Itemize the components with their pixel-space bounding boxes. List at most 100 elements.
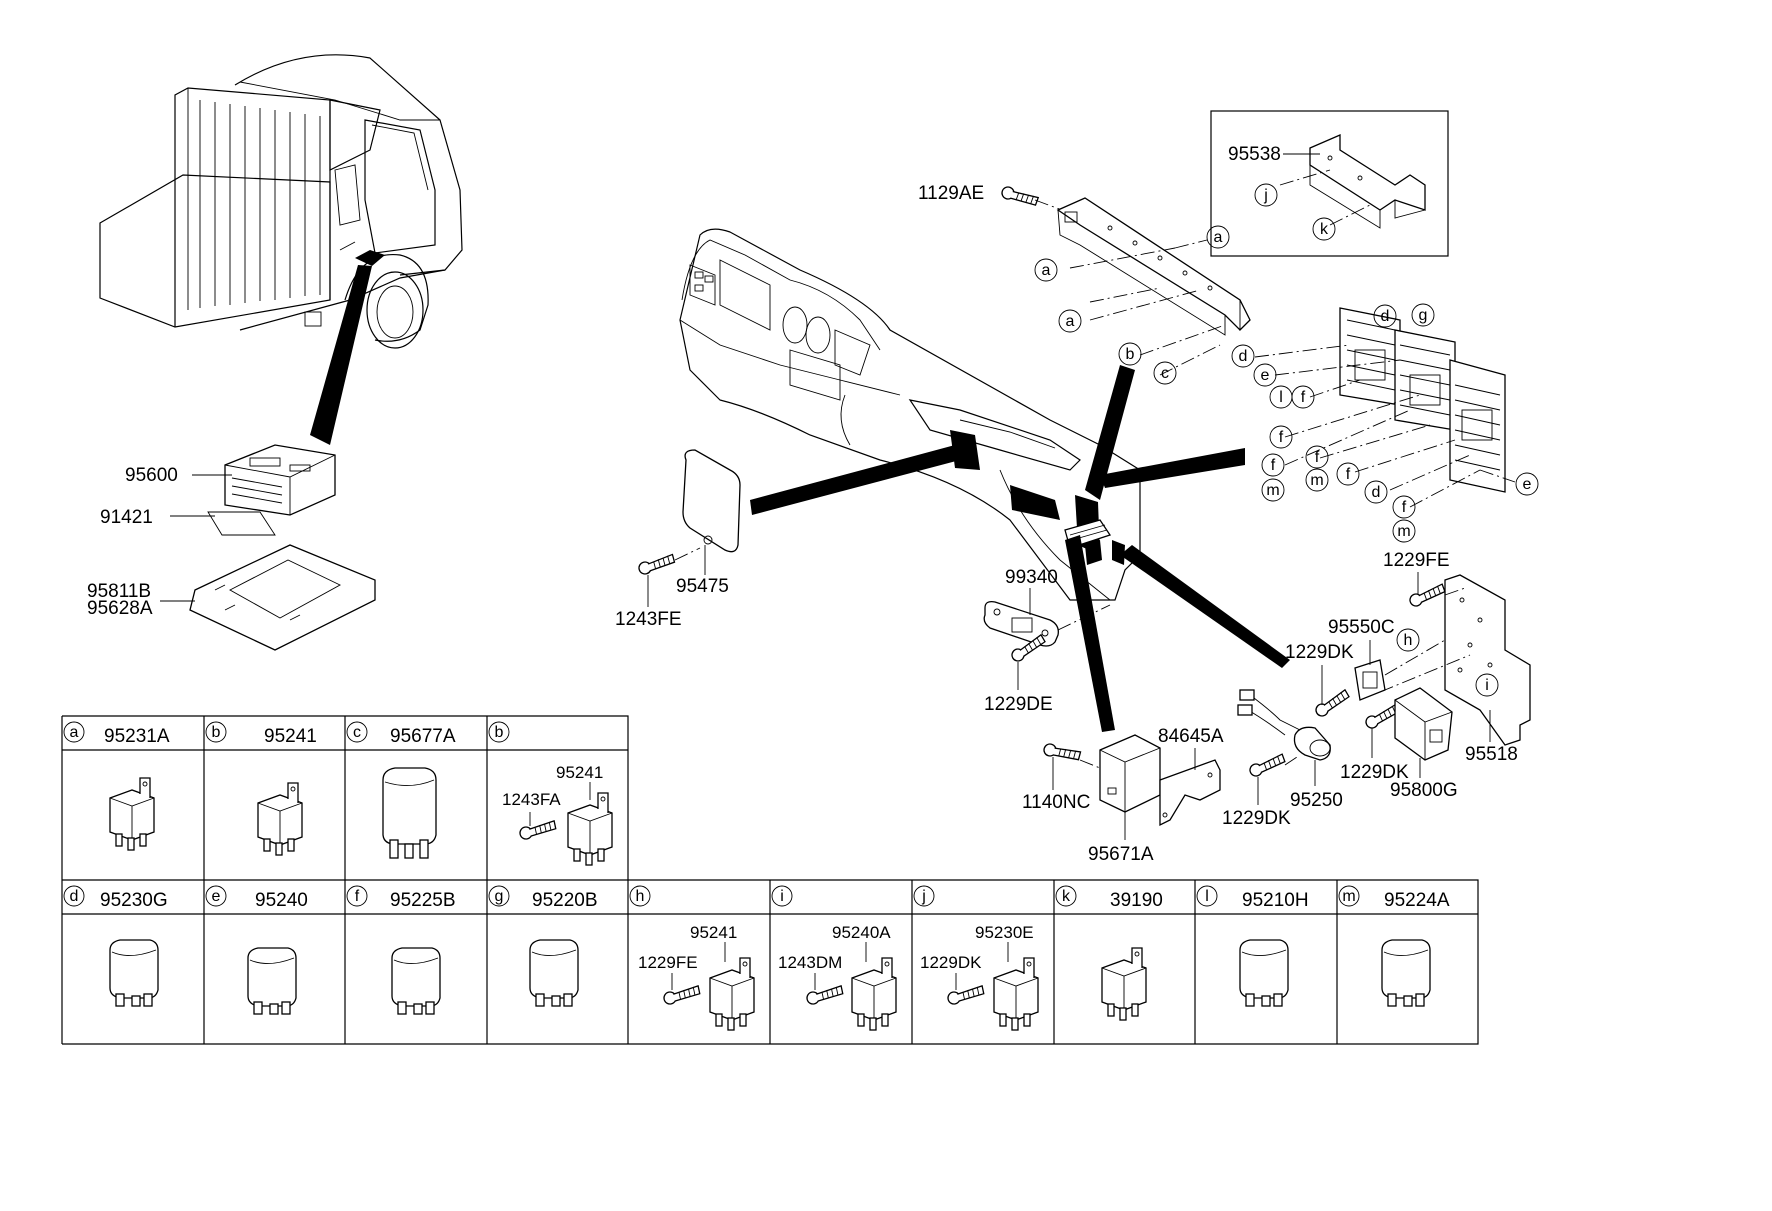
callout-95671A: 95671A	[1088, 844, 1154, 865]
marker-f: f	[1346, 466, 1351, 483]
legend-part-95230G: 95230G	[100, 890, 168, 911]
marker-m: m	[1397, 523, 1410, 540]
marker-d: d	[1372, 484, 1381, 501]
legend-cell-f: f 95225B	[346, 885, 456, 1015]
marker-m: m	[1266, 482, 1279, 499]
svg-text:l: l	[1205, 888, 1209, 905]
marker-d: d	[1381, 308, 1390, 325]
marker-f: f	[1271, 457, 1276, 474]
control-module-95600	[224, 444, 336, 516]
legend-sub-1243DM: 1243DM	[778, 953, 842, 972]
callout-95518: 95518	[1465, 744, 1518, 765]
callout-1140NC: 1140NC	[1022, 792, 1090, 813]
marker-l: l	[1279, 389, 1283, 406]
callout-1129AE: 1129AE	[918, 183, 984, 204]
bracket-84645A	[1159, 759, 1221, 827]
callout-1229DE: 1229DE	[984, 694, 1053, 715]
svg-text:j: j	[921, 888, 926, 905]
legend-cell-j: j 95230E 1229DK	[913, 885, 1038, 1030]
callout-95628A: 95628A	[87, 598, 153, 619]
marker-a: a	[1042, 262, 1051, 279]
callout-1229FE: 1229FE	[1383, 550, 1450, 571]
svg-text:b: b	[212, 724, 221, 741]
legend-sub-1229DK: 1229DK	[920, 953, 982, 972]
callout-95811B: 95811B	[87, 581, 151, 602]
marker-d: d	[1239, 348, 1248, 365]
callout-95475: 95475	[676, 576, 729, 597]
marker-j: j	[1263, 187, 1268, 204]
relay-panel	[1339, 307, 1506, 493]
legend-cell-d: d 95230G	[63, 885, 168, 1007]
marker-f: f	[1279, 429, 1284, 446]
leader-truck-to-module	[310, 265, 372, 445]
legend-table	[61, 715, 1479, 1045]
marker-h: h	[1404, 632, 1413, 649]
svg-text:b: b	[495, 724, 504, 741]
svg-text:m: m	[1342, 888, 1355, 905]
callout-1229DK: 1229DK	[1340, 762, 1409, 783]
svg-text:i: i	[780, 888, 784, 905]
marker-k: k	[1320, 221, 1329, 238]
callout-95250: 95250	[1290, 790, 1343, 811]
legend-cell-b: b 95241	[205, 721, 317, 855]
svg-text:d: d	[70, 888, 79, 905]
marker-f: f	[1402, 499, 1407, 516]
marker-f: f	[1315, 449, 1320, 466]
module-95550C	[1354, 659, 1386, 701]
truck-illustration	[99, 54, 463, 349]
legend-part-95210H: 95210H	[1242, 890, 1309, 911]
legend-sub-95241: 95241	[556, 763, 603, 782]
callout-84645A: 84645A	[1158, 726, 1224, 747]
legend-cell-b2: b 95241 1243FA	[488, 721, 612, 865]
legend-cell-m: m 95224A	[1338, 885, 1450, 1007]
legend-cell-l: l 95210H	[1196, 885, 1309, 1007]
callout-1243FE: 1243FE	[615, 609, 682, 630]
connector-99340	[983, 600, 1059, 647]
marker-e: e	[1523, 476, 1532, 493]
bracket-95811B	[189, 544, 376, 651]
svg-text:c: c	[353, 724, 361, 741]
svg-text:h: h	[636, 888, 645, 905]
legend-part-95241: 95241	[264, 726, 317, 747]
marker-e: e	[1261, 367, 1270, 384]
legend-part-95677A: 95677A	[390, 726, 456, 747]
callout-91421: 91421	[100, 507, 153, 528]
cover-95475	[682, 449, 741, 553]
marker-f: f	[1301, 389, 1306, 406]
legend-cell-k: k 39190	[1055, 885, 1163, 1020]
callout-1229DK: 1229DK	[1285, 642, 1354, 663]
svg-text:g: g	[495, 888, 504, 905]
svg-text:f: f	[355, 888, 360, 905]
legend-part-39190: 39190	[1110, 890, 1163, 911]
legend-sub-1243FA: 1243FA	[502, 790, 561, 809]
legend-cell-a: a 95231A	[63, 721, 170, 850]
marker-g: g	[1419, 307, 1428, 324]
callout-95538: 95538	[1228, 144, 1281, 165]
callout-1229DK: 1229DK	[1222, 808, 1291, 829]
callout-95600: 95600	[125, 465, 178, 486]
legend-part-95225B: 95225B	[390, 890, 456, 911]
callout-99340: 99340	[1005, 567, 1058, 588]
leader-box	[1065, 535, 1115, 732]
legend-cell-e: e 95240	[205, 885, 308, 1015]
legend-sub-95241: 95241	[690, 923, 737, 942]
legend-sub-95230E: 95230E	[975, 923, 1034, 942]
legend-part-95224A: 95224A	[1384, 890, 1450, 911]
legend-part-95220B: 95220B	[532, 890, 598, 911]
switch-95250	[1237, 689, 1331, 761]
svg-text:a: a	[70, 724, 79, 741]
bracket-95518	[1444, 574, 1531, 746]
marker-i: i	[1485, 677, 1489, 694]
marker-m: m	[1310, 472, 1323, 489]
legend-cell-g: g 95220B	[488, 885, 598, 1007]
legend-sub-1229FE: 1229FE	[638, 953, 698, 972]
leader-relay-panel	[1100, 448, 1245, 488]
marker-b: b	[1126, 346, 1135, 363]
legend-part-95240: 95240	[255, 890, 308, 911]
legend-sub-95240A: 95240A	[832, 923, 891, 942]
module-95800G	[1394, 687, 1453, 761]
callout-95800G: 95800G	[1390, 780, 1458, 801]
legend-cell-i: i 95240A 1243DM	[771, 885, 896, 1030]
legend-cell-c: c 95677A	[346, 721, 456, 859]
